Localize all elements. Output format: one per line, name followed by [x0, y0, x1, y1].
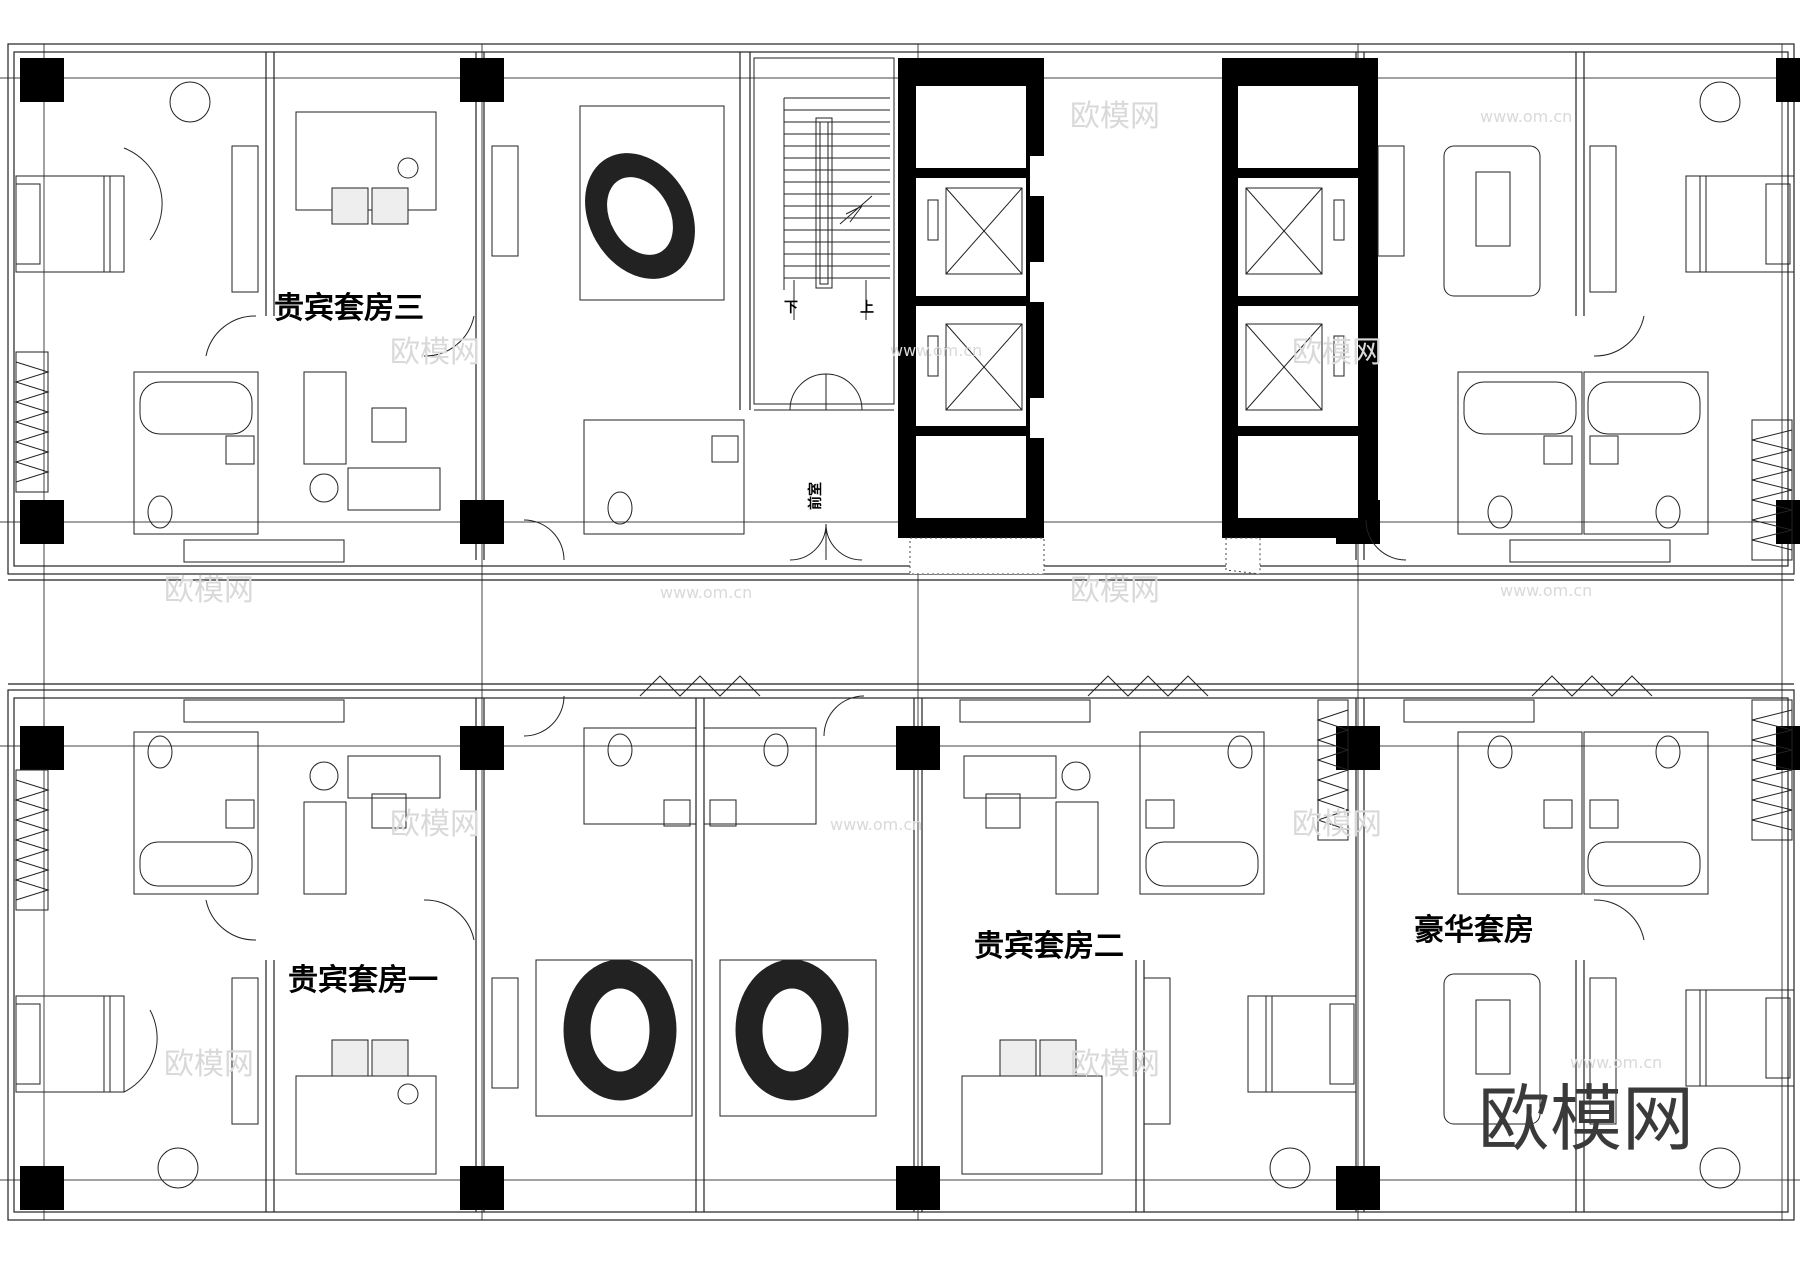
corner-logo-watermark: 欧模网 — [1478, 1077, 1694, 1161]
watermark-url: www.om.cn — [1500, 581, 1592, 600]
column — [20, 1166, 64, 1210]
watermark-logo: 欧模网 — [1292, 807, 1382, 842]
column — [896, 1166, 940, 1210]
watermark-url: www.om.cn — [660, 583, 752, 602]
walls — [7, 43, 1795, 1221]
doors — [205, 315, 1645, 941]
watermark-logo: 欧模网 — [1292, 335, 1382, 370]
watermark-logo: 欧模网 — [1070, 573, 1160, 608]
watermark-logo: 欧模网 — [390, 807, 480, 842]
watermark-url: www.om.cn — [1480, 107, 1572, 126]
elevator-core-left — [898, 58, 1048, 575]
bathrooms — [133, 371, 1709, 895]
structural-columns — [20, 58, 1800, 1210]
column — [20, 58, 64, 102]
watermark-url: www.om.cn — [890, 341, 982, 360]
room-label-suite-three: 贵宾套房三 — [274, 291, 424, 326]
watermark-logo: 欧模网 — [390, 335, 480, 370]
watermark-url: www.om.cn — [830, 815, 922, 834]
watermarks: 欧模网 www.om.cn 欧模网 www.om.cn 欧模网 www.om.c… — [164, 99, 1662, 1082]
elevator-core-right — [1222, 58, 1378, 575]
column — [896, 726, 940, 770]
column — [1336, 1166, 1380, 1210]
anteroom-label: 前室 — [807, 482, 824, 510]
furniture — [157, 81, 1741, 1189]
wardrobes — [14, 351, 1793, 911]
watermark-logo: 欧模网 — [1070, 99, 1160, 134]
column — [460, 58, 504, 102]
anteroom-doors — [754, 373, 894, 561]
column — [20, 500, 64, 544]
room-label-deluxe-suite: 豪华套房 — [1414, 913, 1534, 948]
room-label-suite-one: 贵宾套房一 — [288, 963, 438, 998]
beds — [15, 147, 1795, 1093]
stair-up-label: 上 — [860, 300, 874, 316]
watermark-url: www.om.cn — [1570, 1053, 1662, 1072]
stair-down-label: 下 — [784, 300, 798, 316]
column — [20, 726, 64, 770]
watermark-logo: 欧模网 — [164, 573, 254, 608]
column — [460, 726, 504, 770]
column — [460, 1166, 504, 1210]
room-label-suite-two: 贵宾套房二 — [974, 929, 1124, 964]
watermark-logo: 欧模网 — [164, 1047, 254, 1082]
column — [460, 500, 504, 544]
column — [1776, 58, 1800, 102]
watermark-logo: 欧模网 — [1070, 1047, 1160, 1082]
stairwell — [753, 57, 895, 405]
